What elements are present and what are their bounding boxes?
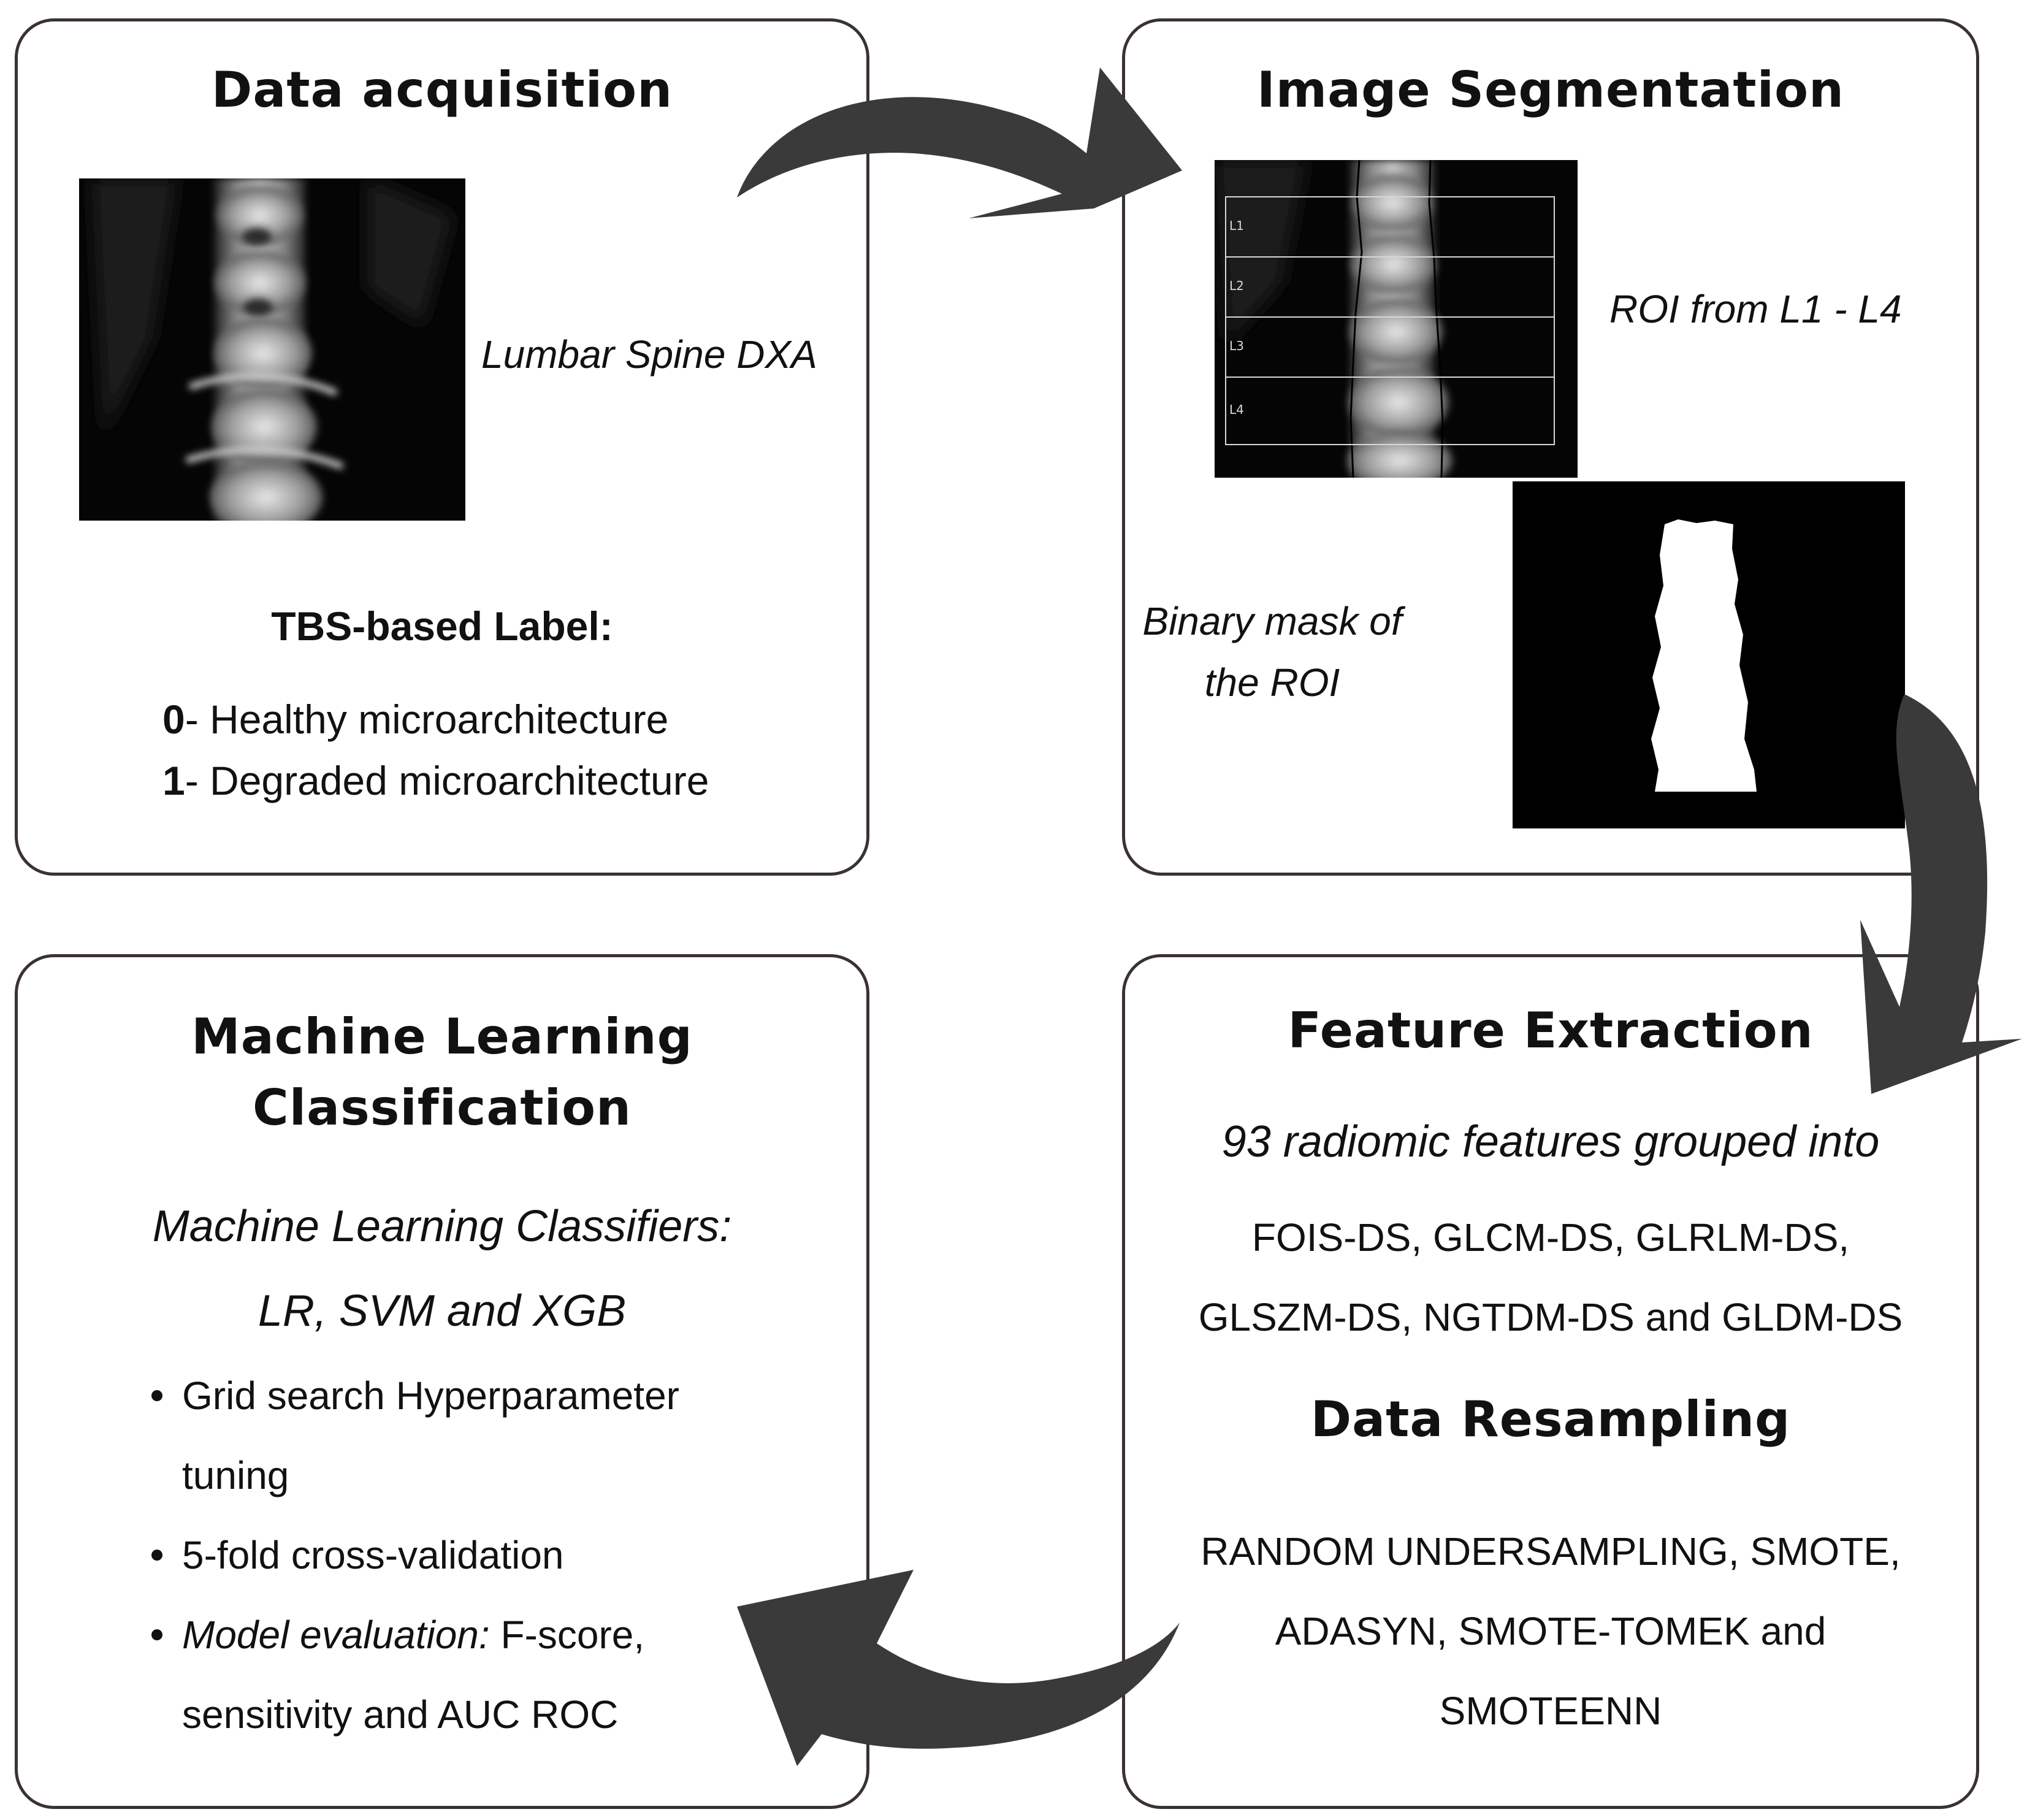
roi-segmented-spine-image: L1 L2 L3 L4	[1215, 160, 1578, 478]
resampling-line: SMOTEENN	[1439, 1689, 1662, 1733]
lumbar-spine-caption: Lumbar Spine DXA	[481, 332, 817, 377]
resampling-methods: RANDOM UNDERSAMPLING, SMOTE, ADASYN, SMO…	[1125, 1512, 1976, 1751]
resampling-line: ADASYN, SMOTE-TOMEK and	[1275, 1609, 1827, 1653]
data-acquisition-panel: Data acquisition Lumbar Spine DXA TBS-ba…	[15, 18, 869, 876]
resampling-line: RANDOM UNDERSAMPLING, SMOTE,	[1201, 1529, 1901, 1573]
ml-step-item: 5-fold cross-validation	[148, 1515, 679, 1595]
ml-step-text: 5-fold cross-validation	[182, 1533, 564, 1577]
ml-steps-list: Grid search Hyperparameter tuning 5-fold…	[148, 1356, 679, 1754]
data-resampling-title: Data Resampling	[1310, 1391, 1791, 1448]
ml-classification-title: Machine Learning Classification	[18, 1001, 866, 1144]
ml-classification-panel: Machine Learning Classification Machine …	[15, 954, 869, 1809]
image-segmentation-panel: Image Segmentation L1 L2 L3 L4	[1122, 18, 1979, 876]
binary-mask-caption-line: Binary mask of	[1142, 599, 1402, 643]
label-code: 0	[162, 697, 185, 742]
ml-step-item: Model evaluation: F-score, sensitivity a…	[148, 1595, 679, 1754]
feature-groups-line: FOIS-DS, GLCM-DS, GLRLM-DS,	[1251, 1215, 1850, 1260]
ml-classifiers-line: LR, SVM and XGB	[258, 1287, 627, 1336]
feature-groups: FOIS-DS, GLCM-DS, GLRLM-DS, GLSZM-DS, NG…	[1125, 1198, 1976, 1357]
binary-mask-image	[1513, 481, 1905, 828]
feature-extraction-title: Feature Extraction	[1288, 1002, 1814, 1059]
feature-groups-line: GLSZM-DS, NGTDM-DS and GLDM-DS	[1198, 1295, 1903, 1339]
ml-title-line: Machine Learning	[191, 1008, 693, 1065]
binary-mask-caption-line: the ROI	[1204, 660, 1340, 705]
ml-step-rest: F-score,	[489, 1613, 645, 1657]
binary-mask-caption: Binary mask of the ROI	[1137, 591, 1407, 713]
vertebra-label: L1	[1229, 218, 1244, 233]
ml-step-item: Grid search Hyperparameter tuning	[148, 1356, 679, 1515]
ml-title-line: Classification	[253, 1079, 632, 1136]
vertebra-label: L2	[1229, 278, 1244, 293]
vertebra-label: L4	[1229, 402, 1244, 417]
label-code: 1	[162, 758, 185, 803]
label-healthy: 0- Healthy microarchitecture	[162, 696, 668, 743]
image-segmentation-title: Image Segmentation	[1257, 61, 1844, 118]
data-acquisition-title: Data acquisition	[211, 61, 673, 118]
label-degraded: 1- Degraded microarchitecture	[162, 757, 709, 804]
ml-classifiers: Machine Learning Classifiers: LR, SVM an…	[18, 1184, 866, 1353]
ml-step-text: tuning	[182, 1453, 289, 1497]
tbs-label-heading: TBS-based Label:	[271, 603, 613, 649]
ml-step-text: Model evaluation: F-score,	[182, 1595, 679, 1675]
ml-step-italic: Model evaluation:	[182, 1613, 490, 1657]
lumbar-spine-dxa-image	[79, 178, 465, 521]
radiomic-features-subtitle: 93 radiomic features grouped into	[1221, 1117, 1880, 1166]
feature-extraction-panel: Feature Extraction 93 radiomic features …	[1122, 954, 1979, 1809]
label-text: - Healthy microarchitecture	[185, 697, 669, 742]
ml-step-text: sensitivity and AUC ROC	[182, 1692, 619, 1737]
vertebra-label: L3	[1229, 338, 1244, 353]
ml-classifiers-line: Machine Learning Classifiers:	[152, 1202, 732, 1251]
label-text: - Degraded microarchitecture	[185, 758, 709, 803]
ml-step-text: Grid search Hyperparameter	[182, 1374, 679, 1418]
roi-caption: ROI from L1 - L4	[1609, 287, 1902, 331]
